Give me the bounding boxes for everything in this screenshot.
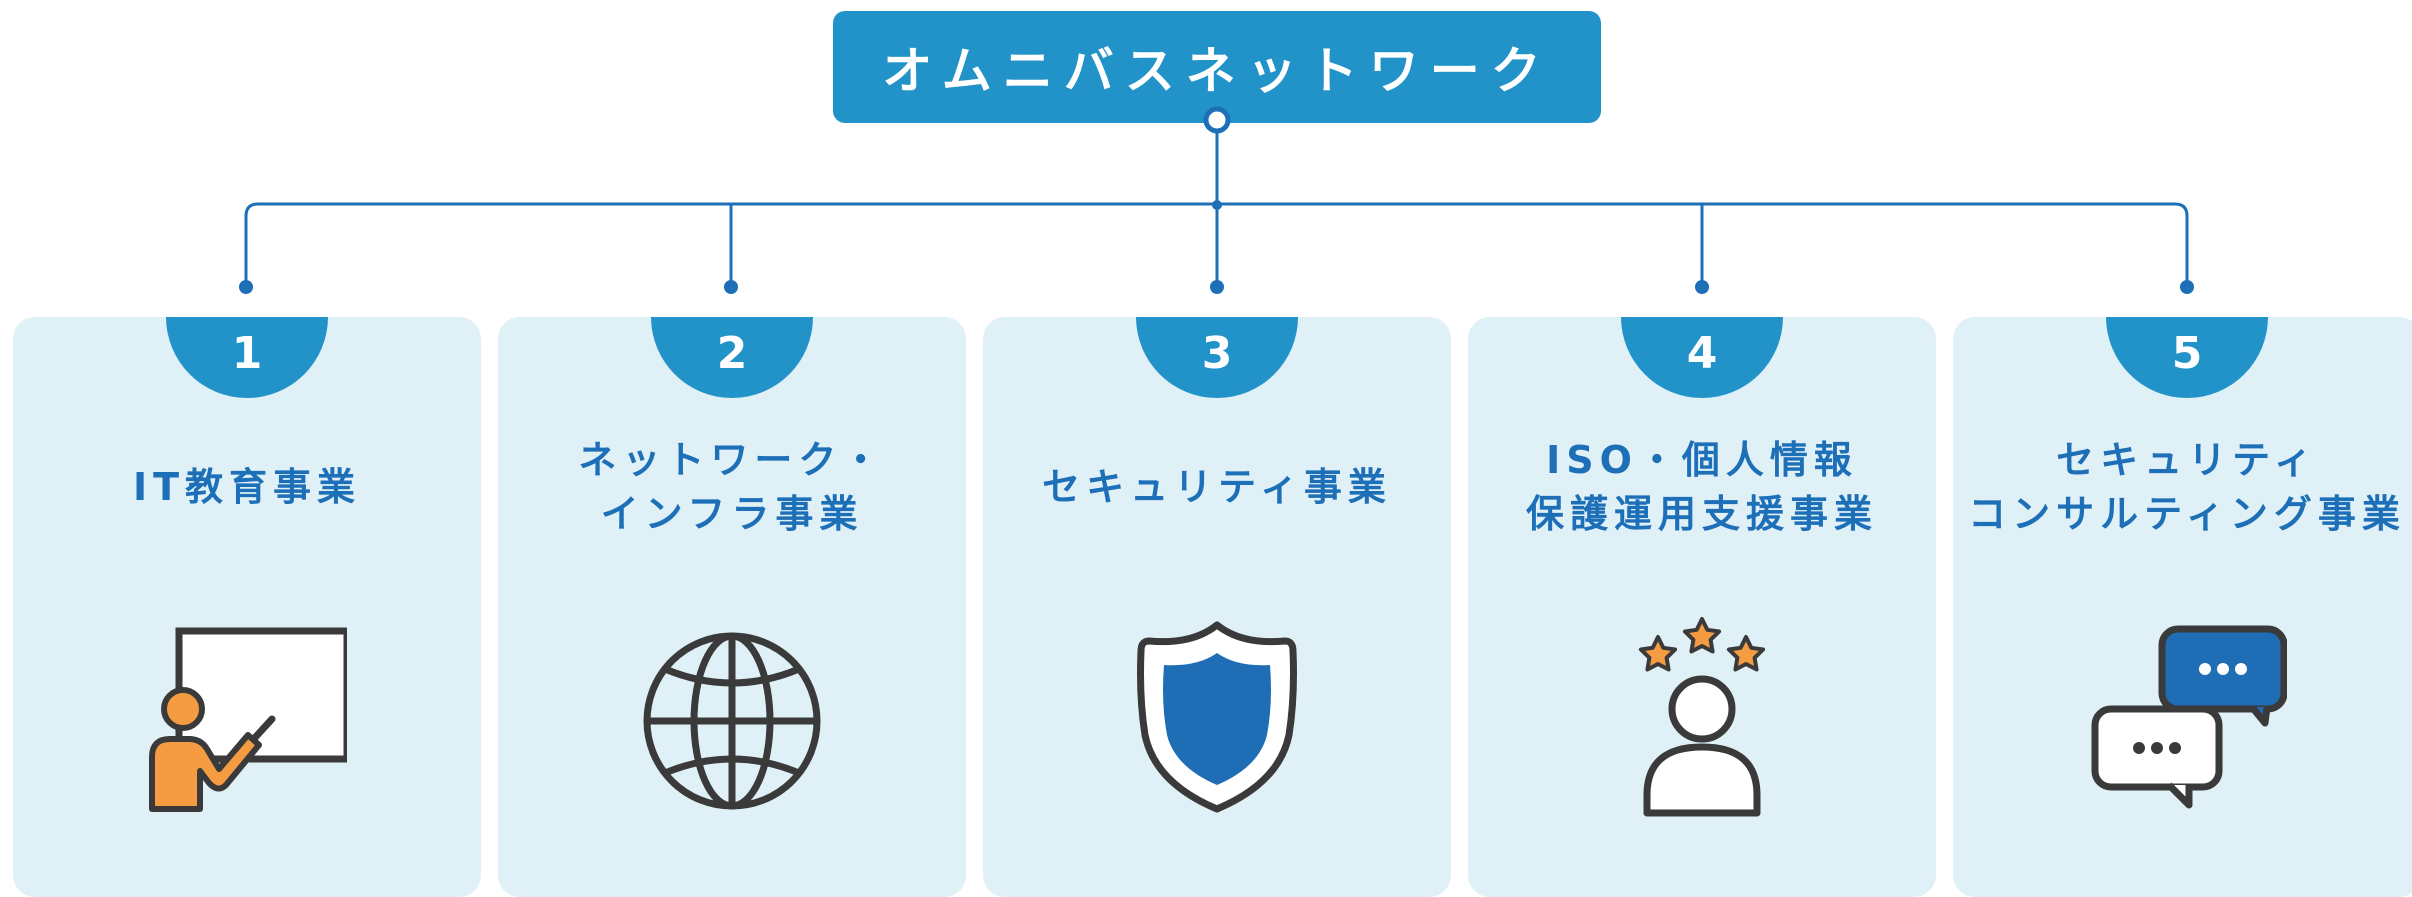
branch-number: 1 [231,328,263,379]
branch-label: セキュリティ事業 [983,432,1451,542]
branch-number: 5 [2171,328,2203,379]
branch-card-4: 4 ISO・個人情報 保護運用支援事業 [1468,317,1936,897]
presenter-whiteboard-icon [149,627,347,812]
branch-label-line: コンサルティング事業 [1968,492,2406,536]
branch-label-line: ネットワーク・ [578,438,886,482]
branch-number-badge: 5 [2106,317,2268,398]
branch-label: ISO・個人情報 保護運用支援事業 [1468,432,1936,542]
branch-label-line: ISO・個人情報 [1546,438,1858,482]
root-connector-node [1203,106,1231,134]
branch-label-line: セキュリティ事業 [1042,465,1392,509]
shield-icon [1137,621,1297,813]
branch-card-3: 3 セキュリティ事業 [983,317,1451,897]
user-rating-stars-icon [1638,617,1766,817]
branch-card-2: 2 ネットワーク・ インフラ事業 [498,317,966,897]
branch-number-badge: 4 [1621,317,1783,398]
branch-number-badge: 1 [166,317,328,398]
globe-icon [643,632,821,810]
root-title: オムニバスネットワーク [882,42,1552,100]
branch-number: 4 [1686,328,1718,379]
branch-card-1: 1 IT教育事業 [13,317,481,897]
branch-number-badge: 2 [651,317,813,398]
branch-label: セキュリティ コンサルティング事業 [1953,432,2412,542]
branch-number: 3 [1201,328,1233,379]
branch-card-5: 5 セキュリティ コンサルティング事業 [1953,317,2412,897]
branch-label-line: インフラ事業 [600,492,864,536]
branch-number-badge: 3 [1136,317,1298,398]
branch-label-line: セキュリティ [2056,438,2318,482]
chat-bubbles-icon [2091,625,2287,809]
connector-lines [239,120,2194,294]
branch-label: IT教育事業 [13,432,481,542]
branch-label: ネットワーク・ インフラ事業 [498,432,966,542]
branch-number: 2 [716,328,748,379]
root-node: オムニバスネットワーク [833,11,1601,123]
branch-label-line: 保護運用支援事業 [1525,492,1878,536]
branch-label-line: IT教育事業 [132,465,362,509]
